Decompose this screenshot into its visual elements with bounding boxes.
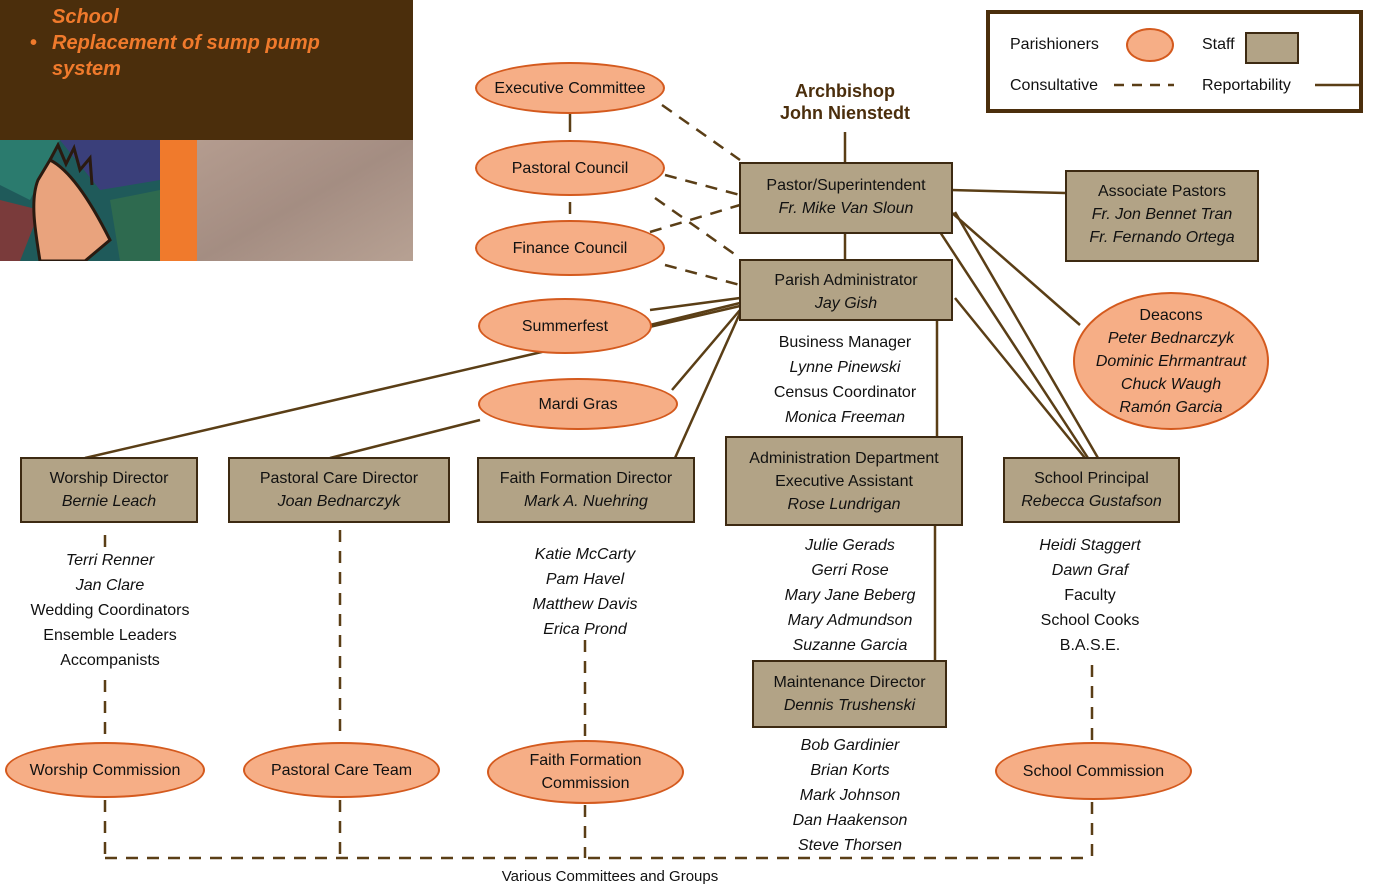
legend-solid-line <box>1315 83 1359 87</box>
list-item: Dan Haakenson <box>792 812 908 829</box>
list-item: Ensemble Leaders <box>43 627 177 644</box>
archbishop-label: Archbishop John Nienstedt <box>779 81 910 123</box>
pastoral-care-director-box: Pastoral Care Director Joan Bednarczyk <box>228 457 450 523</box>
legend: Parishioners Staff Consultative Reportab… <box>986 10 1363 113</box>
list-item: Brian Korts <box>810 762 890 779</box>
list-item: Monica Freeman <box>784 409 906 426</box>
stained-glass-image <box>0 140 413 261</box>
legend-dashed-line <box>1114 83 1174 87</box>
faith-formation-commission-oval: Faith Formation Commission <box>487 740 684 804</box>
finance-council-oval: Finance Council <box>475 220 665 276</box>
associate-pastors-box: Associate Pastors Fr. Jon Bennet Tran Fr… <box>1065 170 1259 262</box>
header-panel: School •Replacement of sump pump system <box>0 0 413 140</box>
mardi-gras-oval: Mardi Gras <box>478 378 678 430</box>
list-item: School Cooks <box>1040 612 1140 629</box>
bullet-line: School <box>52 6 119 28</box>
worship-staff-list: Terri Renner Jan Clare Wedding Coordinat… <box>10 548 210 673</box>
deacons-oval: Deacons Peter Bednarczyk Dominic Ehrmant… <box>1073 292 1269 430</box>
school-principal-box: School Principal Rebecca Gustafson <box>1003 457 1180 523</box>
business-staff-list: Business Manager Lynne Pinewski Census C… <box>760 330 930 430</box>
list-item: Suzanne Garcia <box>792 637 908 654</box>
list-item: Business Manager <box>778 334 912 351</box>
list-item: Pam Havel <box>545 571 625 588</box>
various-committees-label: Various Committees and Groups <box>501 868 719 885</box>
legend-consultative-label: Consultative <box>1010 77 1099 94</box>
list-item: Gerri Rose <box>811 562 889 579</box>
bullet-line: •Replacement of sump pump <box>30 32 320 54</box>
list-item: Katie McCarty <box>534 546 636 563</box>
list-item: Mary Jane Beberg <box>784 587 916 604</box>
list-item: Lynne Pinewski <box>789 359 901 376</box>
parish-administrator-box: Parish Administrator Jay Gish <box>739 259 953 321</box>
list-item: Faculty <box>1064 587 1116 604</box>
list-item: Terri Renner <box>65 552 155 569</box>
list-item: Steve Thorsen <box>797 837 903 854</box>
list-item: Bob Gardinier <box>800 737 900 754</box>
legend-reportability-label: Reportability <box>1202 77 1291 94</box>
list-item: Census Coordinator <box>773 384 917 401</box>
faith-formation-director-box: Faith Formation Director Mark A. Nuehrin… <box>477 457 695 523</box>
worship-commission-oval: Worship Commission <box>5 742 205 798</box>
list-item: Mary Admundson <box>787 612 913 629</box>
executive-committee-oval: Executive Committee <box>475 62 665 114</box>
worship-director-box: Worship Director Bernie Leach <box>20 457 198 523</box>
list-item: Mark Johnson <box>799 787 901 804</box>
legend-staff-swatch <box>1245 32 1299 64</box>
maintenance-staff-list: Bob Gardinier Brian Korts Mark Johnson D… <box>765 733 935 858</box>
list-item: Accompanists <box>60 652 160 669</box>
administration-department-box: Administration Department Executive Assi… <box>725 436 963 526</box>
pastoral-council-oval: Pastoral Council <box>475 140 665 196</box>
list-item: Erica Prond <box>543 621 627 638</box>
pastoral-care-team-oval: Pastoral Care Team <box>243 742 440 798</box>
list-item: Jan Clare <box>75 577 145 594</box>
school-commission-oval: School Commission <box>995 742 1192 800</box>
faith-formation-staff-list: Katie McCarty Pam Havel Matthew Davis Er… <box>500 542 670 642</box>
legend-parishioner-swatch <box>1126 28 1174 62</box>
list-item: Matthew Davis <box>532 596 638 613</box>
bullet-line: system <box>52 58 121 80</box>
bullet-list: School •Replacement of sump pump system <box>30 0 410 82</box>
summerfest-oval: Summerfest <box>478 298 652 354</box>
list-item: B.A.S.E. <box>1059 637 1121 654</box>
legend-parishioners-label: Parishioners <box>1010 36 1099 53</box>
school-staff-list: Heidi Staggert Dawn Graf Faculty School … <box>1010 533 1170 658</box>
legend-staff-label: Staff <box>1202 36 1235 53</box>
list-item: Heidi Staggert <box>1039 537 1141 554</box>
list-item: Wedding Coordinators <box>30 602 190 619</box>
maintenance-director-box: Maintenance Director Dennis Trushenski <box>752 660 947 728</box>
list-item: Julie Gerads <box>805 537 895 554</box>
pastor-box: Pastor/Superintendent Fr. Mike Van Sloun <box>739 162 953 234</box>
list-item: Dawn Graf <box>1051 562 1129 579</box>
administration-staff-list: Julie Gerads Gerri Rose Mary Jane Beberg… <box>760 533 940 658</box>
